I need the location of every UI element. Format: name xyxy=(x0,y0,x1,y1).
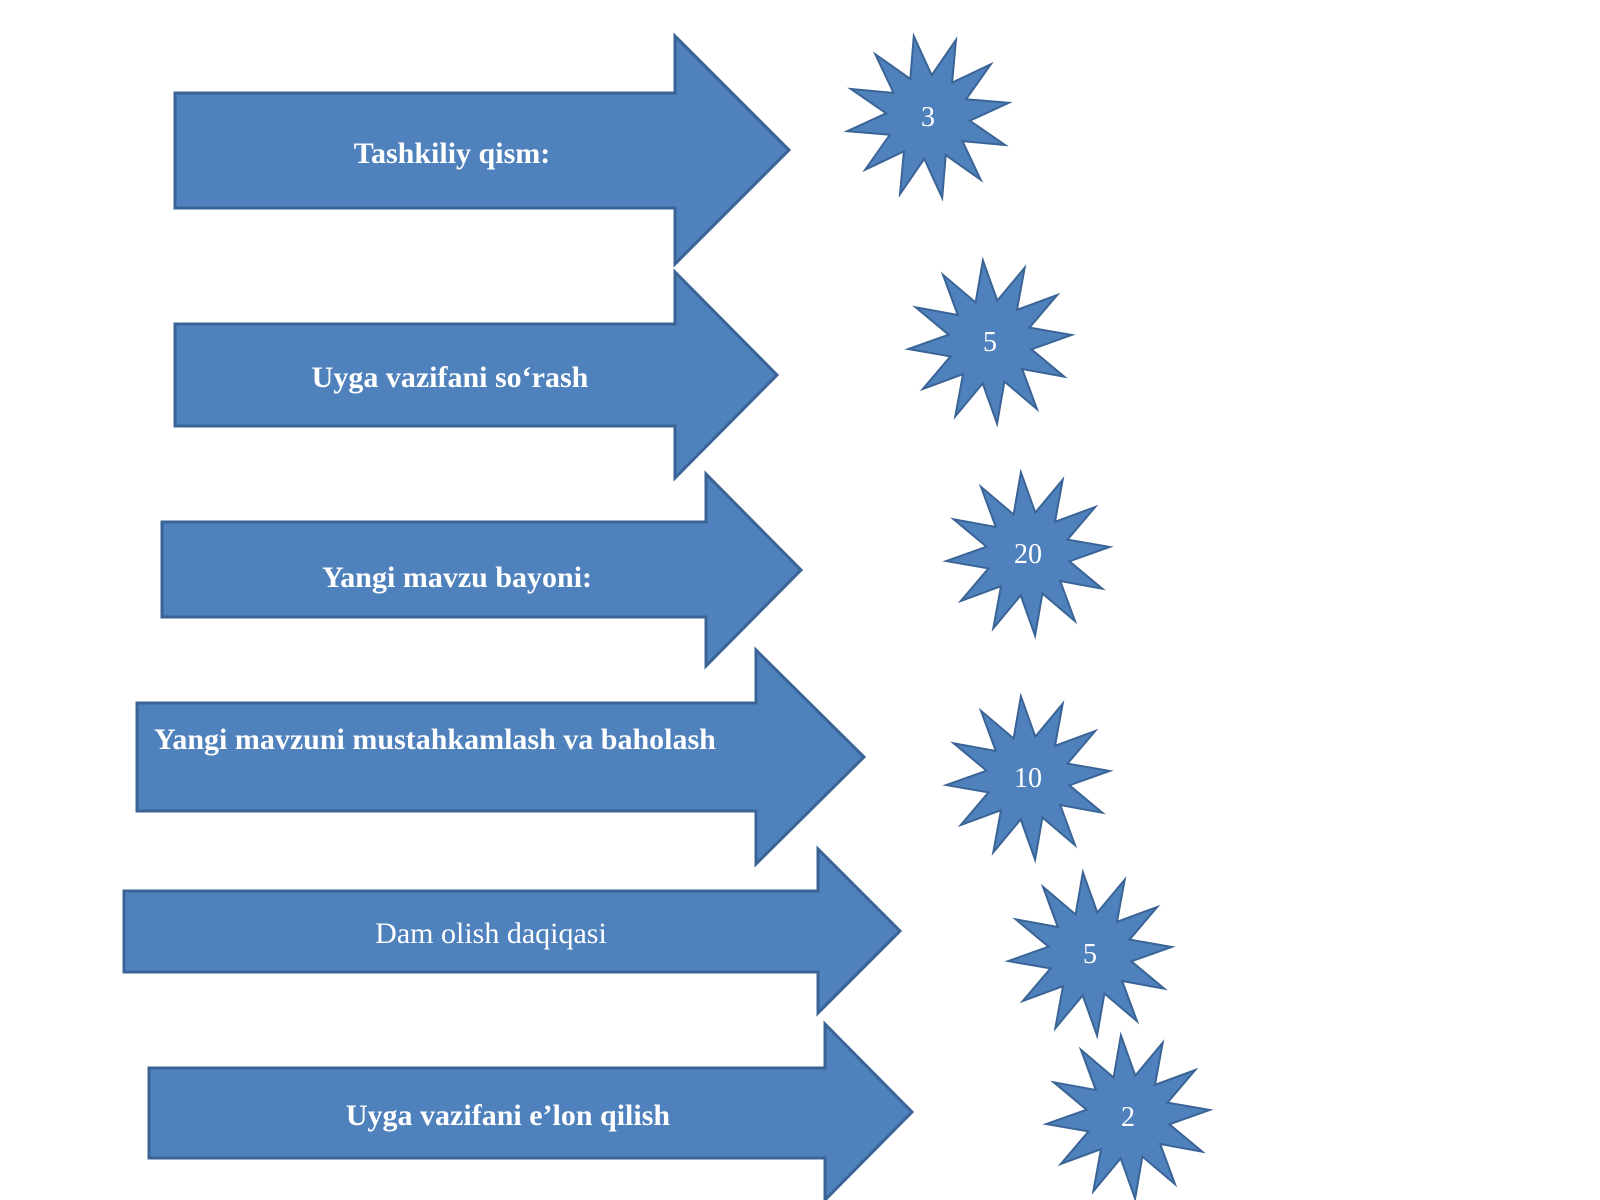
step-3: Yangi mavzu bayoni: 20 xyxy=(160,468,1114,670)
duration-star xyxy=(1042,1031,1214,1200)
step-label: Dam olish daqiqasi xyxy=(375,917,607,950)
duration-value: 2 xyxy=(1121,1102,1135,1133)
duration-star xyxy=(942,692,1114,864)
step-2: Uyga vazifani so‘rash 5 xyxy=(173,256,1076,482)
step-label: Tashkiliy qism: xyxy=(354,137,550,170)
duration-value: 20 xyxy=(1014,539,1042,570)
duration-star xyxy=(1004,868,1176,1040)
duration-star xyxy=(843,32,1013,202)
step-label: Yangi mavzuni mustahkamlash va baholash xyxy=(154,723,716,756)
duration-value: 5 xyxy=(1083,939,1097,970)
duration-value: 3 xyxy=(921,102,935,133)
step-1: Tashkiliy qism: 3 xyxy=(173,32,1013,268)
duration-star xyxy=(904,256,1076,428)
step-arrow xyxy=(122,845,903,1017)
step-5: Dam olish daqiqasi 5 xyxy=(122,845,1176,1040)
duration-value: 5 xyxy=(983,327,997,358)
step-arrow xyxy=(173,268,780,482)
step-arrow xyxy=(173,32,792,268)
step-arrow xyxy=(147,1020,915,1200)
step-arrow xyxy=(135,646,867,868)
step-label: Uyga vazifani e’lon qilish xyxy=(346,1099,671,1132)
step-6: Uyga vazifani e’lon qilish 2 xyxy=(147,1020,1214,1200)
step-label: Yangi mavzu bayoni: xyxy=(322,561,592,594)
duration-star xyxy=(942,468,1114,640)
duration-value: 10 xyxy=(1014,763,1042,794)
step-arrow xyxy=(160,470,804,670)
step-label: Uyga vazifani so‘rash xyxy=(312,361,589,394)
step-4: Yangi mavzuni mustahkamlash va baholash … xyxy=(135,646,1114,868)
